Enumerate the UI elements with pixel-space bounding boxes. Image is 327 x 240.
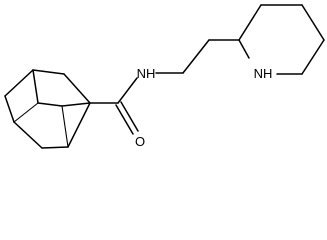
bond	[41, 146, 69, 149]
bond	[13, 121, 43, 149]
bond	[117, 77, 138, 104]
bond	[32, 69, 39, 104]
piperidine-ring	[238, 4, 325, 75]
bond	[61, 102, 91, 107]
bond	[32, 69, 65, 75]
bond	[13, 102, 39, 123]
bond	[182, 39, 210, 74]
chemical-structure: NH O NH	[4, 4, 325, 149]
ethyl-linker	[155, 39, 240, 74]
adamantane-cage	[4, 69, 91, 149]
double-bond	[115, 104, 134, 135]
bond	[238, 39, 250, 59]
carbonyl-oxygen-label: O	[135, 134, 145, 149]
piperidine-nitrogen-label: NH	[254, 66, 273, 81]
double-bond	[120, 101, 139, 132]
bond	[301, 4, 325, 41]
bond	[301, 39, 325, 75]
amide-nitrogen-label: NH	[137, 66, 156, 81]
bond	[4, 69, 34, 97]
bond	[63, 73, 91, 104]
bond	[37, 102, 63, 107]
bond	[238, 4, 262, 41]
bond	[4, 95, 15, 123]
amide-group	[89, 77, 139, 135]
bond	[67, 102, 91, 148]
bond	[61, 105, 69, 148]
